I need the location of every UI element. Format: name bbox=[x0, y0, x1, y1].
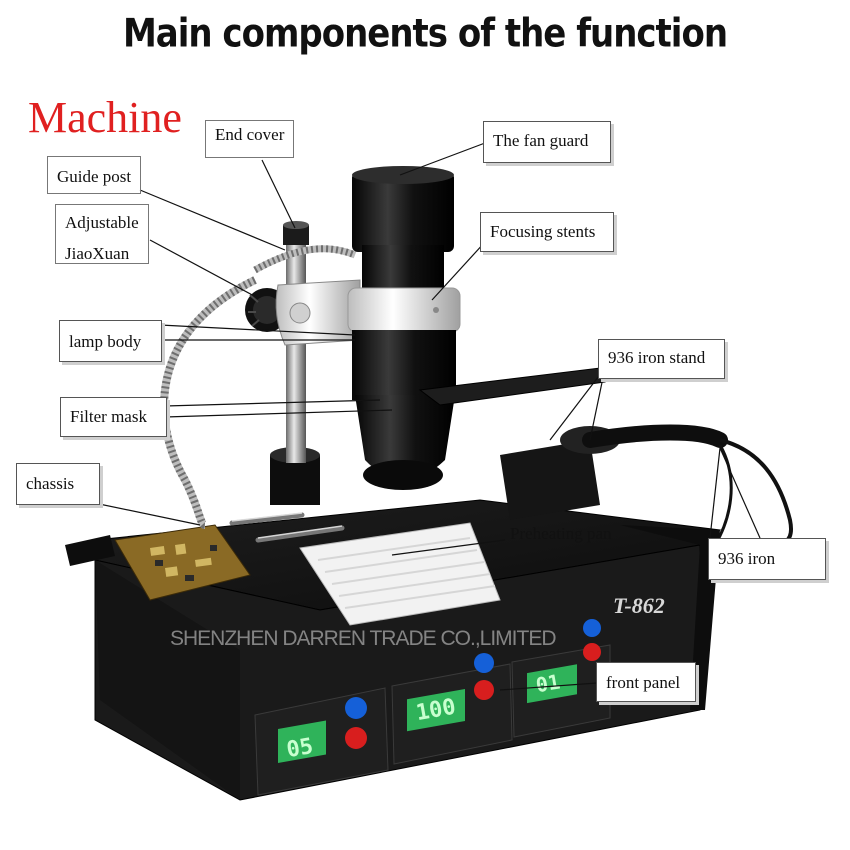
callout-adjustable: Adjustable JiaoXuan bbox=[55, 204, 149, 264]
callout-guide-post: Guide post bbox=[47, 156, 142, 194]
callout-fan-guard: The fan guard bbox=[483, 121, 611, 163]
display-screen-1 bbox=[278, 720, 326, 763]
leader-filter-mask-1 bbox=[164, 399, 381, 407]
display-value-3: 01 bbox=[534, 669, 562, 697]
leader-filter-mask-2 bbox=[164, 409, 393, 418]
display-screen-2 bbox=[407, 689, 465, 732]
leader-fan-guard bbox=[399, 142, 486, 176]
red-knob-2 bbox=[474, 680, 494, 700]
filter-mask bbox=[355, 395, 455, 480]
leader-chassis bbox=[79, 499, 201, 526]
iron-stand bbox=[500, 440, 600, 520]
display-screen-3 bbox=[527, 664, 577, 704]
red-knob-3 bbox=[583, 643, 601, 661]
watermark: SHENZHEN DARREN TRADE CO.,LIMITED bbox=[170, 627, 556, 650]
leader-front-panel bbox=[499, 682, 598, 691]
page-title: Main components of the function bbox=[122, 11, 728, 57]
leader-preheat bbox=[391, 539, 506, 556]
callout-preheating-pan: Preheating pan bbox=[510, 524, 612, 543]
blue-knob-2 bbox=[474, 653, 494, 673]
callout-filter-mask: Filter mask bbox=[60, 397, 167, 437]
callout-end-cover: End cover bbox=[205, 120, 295, 158]
callout-lamp-body: lamp body bbox=[59, 320, 162, 362]
leader-iron-1 bbox=[709, 447, 721, 539]
section-label: Machine bbox=[28, 93, 182, 142]
display-value-1: 05 bbox=[285, 734, 315, 763]
blue-knob-1 bbox=[345, 697, 367, 719]
leader-iron-2 bbox=[719, 447, 761, 539]
iron-stand-blade bbox=[418, 367, 606, 406]
callout-iron: 936 iron bbox=[708, 538, 826, 580]
pcb-board bbox=[114, 524, 251, 601]
blue-knob-3 bbox=[583, 619, 601, 637]
control-module-1 bbox=[254, 687, 389, 796]
soldering-iron bbox=[582, 424, 728, 448]
guide-post bbox=[286, 228, 306, 463]
gooseneck bbox=[160, 276, 257, 529]
callout-iron-stand: 936 iron stand bbox=[598, 339, 725, 379]
leader-lamp-body-1 bbox=[159, 324, 356, 336]
leader-iron-stand-1 bbox=[549, 367, 606, 441]
callout-focusing-stents: Focusing stents bbox=[480, 212, 614, 252]
callout-adjustable-line2: JiaoXuan bbox=[65, 244, 130, 263]
leader-adjustable bbox=[149, 239, 259, 299]
leader-focusing bbox=[431, 241, 486, 301]
leader-end-cover bbox=[261, 159, 296, 229]
leader-guide-post bbox=[139, 189, 286, 251]
red-knob-1 bbox=[345, 727, 367, 749]
control-module-2 bbox=[391, 653, 513, 765]
leader-lines bbox=[79, 142, 761, 691]
fan-guard bbox=[352, 172, 454, 252]
callout-adjustable-line1: Adjustable bbox=[65, 213, 139, 232]
control-module-3 bbox=[511, 619, 611, 738]
callout-front-panel: front panel bbox=[596, 662, 696, 702]
leader-iron-stand-2 bbox=[589, 367, 606, 441]
model-label: T-862 bbox=[613, 593, 665, 618]
focusing-ring bbox=[347, 287, 461, 333]
callout-chassis: chassis bbox=[16, 463, 100, 505]
